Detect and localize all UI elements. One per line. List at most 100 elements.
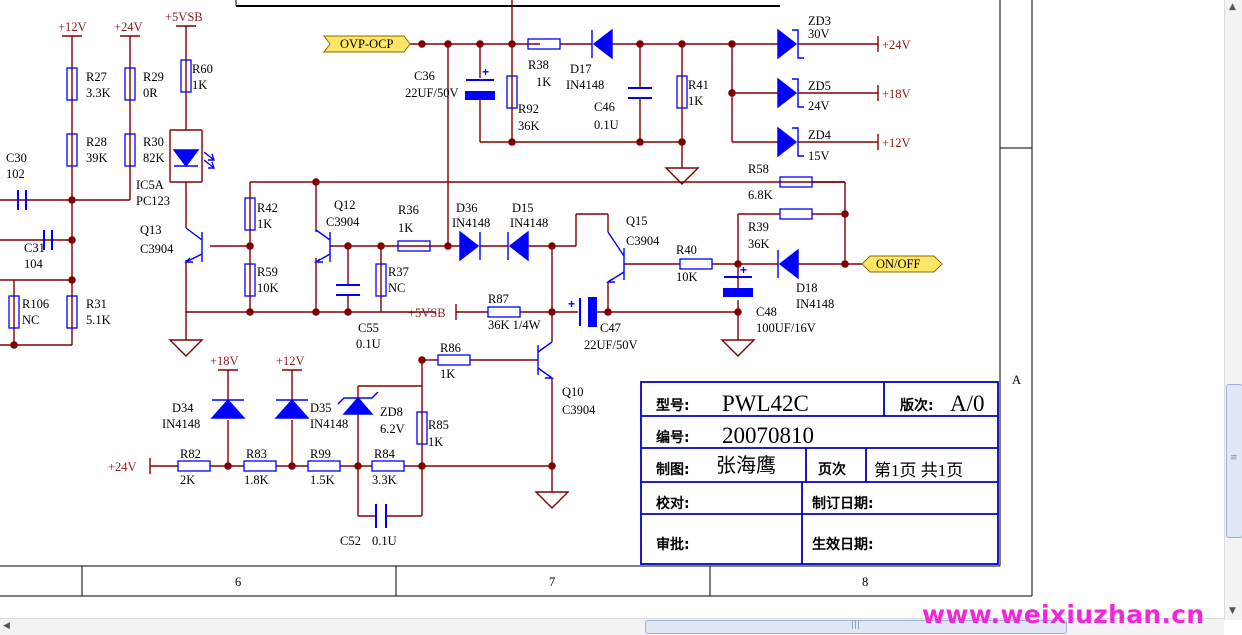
rail-24v-out: +24V (882, 38, 911, 52)
tb-model-value: PWL42C (722, 391, 809, 416)
d36-value: IN4148 (452, 216, 490, 230)
scroll-up-icon[interactable]: ▲ (1229, 2, 1236, 12)
r30-value: 82K (143, 151, 165, 165)
ic5a-ref: IC5A (136, 178, 164, 192)
r58-ref: R58 (748, 162, 769, 176)
r37-value: NC (388, 281, 405, 295)
r99-value: 1.5K (310, 473, 335, 487)
tb-drawn-label: 制图: (656, 461, 690, 478)
horizontal-scrollbar[interactable]: ◀ ||| (0, 618, 1224, 635)
r87-ref: R87 (488, 292, 509, 306)
zd8-value: 6.2V (380, 422, 405, 436)
vertical-scrollbar[interactable]: ▲ ≡ ▼ (1224, 0, 1242, 620)
rail-stubs (62, 25, 879, 474)
c55-value: 0.1U (356, 337, 381, 351)
d36-ref: D36 (456, 201, 478, 215)
r27-ref: R27 (86, 70, 107, 84)
r36-ref: R36 (398, 203, 419, 217)
r106-value: NC (22, 313, 39, 327)
power-labels: +12V +24V +5VSB +24V +18V +12V +5VSB +18… (58, 10, 911, 474)
q13-ref: Q13 (140, 223, 162, 237)
zd4-ref: ZD4 (808, 128, 832, 142)
watermark: www.weixiuzhan.cn (922, 600, 1205, 629)
wires (0, 0, 878, 517)
port-on-off-label: ON/OFF (876, 257, 921, 271)
zd3-ref: ZD3 (808, 14, 831, 28)
r29-value: 0R (143, 86, 158, 100)
rail-18v-out: +18V (882, 87, 911, 101)
r40-ref: R40 (676, 243, 697, 257)
r29-ref: R29 (143, 70, 164, 84)
zd5-value: 24V (808, 99, 830, 113)
tb-page-value: 第1页 共1页 (874, 461, 963, 480)
r41-value: 1K (688, 94, 703, 108)
component-labels: R27 3.3K R29 0R R60 1K R28 39K R30 82K I… (6, 14, 834, 548)
port-on-off (861, 255, 943, 273)
tb-revise-date-label: 制订日期: (812, 495, 874, 512)
q10-value: C3904 (562, 403, 596, 417)
tb-number-value: 20070810 (722, 423, 814, 448)
r59-ref: R59 (257, 265, 278, 279)
c31-ref: C31 (24, 241, 45, 255)
zone-row-a: A (1012, 373, 1021, 387)
r31-ref: R31 (86, 297, 107, 311)
tb-number-label: 编号: (656, 429, 690, 446)
r39-value: 36K (748, 237, 770, 251)
grip-icon: ||| (851, 620, 861, 630)
d17-value: IN4148 (566, 78, 604, 92)
q10-ref: Q10 (562, 385, 584, 399)
rail-5vsb-mid: +5VSB (408, 306, 446, 320)
junction-dots (10, 40, 849, 470)
q15-value: C3904 (626, 234, 660, 248)
q12-value: C3904 (326, 215, 360, 229)
r83-value: 1.8K (244, 473, 269, 487)
r86-value: 1K (440, 367, 455, 381)
title-block (640, 381, 999, 565)
rail-24v-top: +24V (114, 20, 143, 34)
ic5a-value: PC123 (136, 194, 170, 208)
d15-value: IN4148 (510, 216, 548, 230)
c55-ref: C55 (358, 321, 379, 335)
tb-approve-label: 审批: (656, 536, 690, 553)
r30-ref: R30 (143, 135, 164, 149)
r86-ref: R86 (440, 341, 461, 355)
tb-effective-date-label: 生效日期: (812, 536, 874, 553)
r84-ref: R84 (374, 447, 396, 461)
tb-rev-value: A/0 (950, 391, 985, 416)
r39-ref: R39 (748, 220, 769, 234)
r28-ref: R28 (86, 135, 107, 149)
r85-ref: R85 (428, 418, 449, 432)
c30-ref: C30 (6, 151, 27, 165)
zd5-ref: ZD5 (808, 79, 831, 93)
r87-value: 36K 1/4W (488, 318, 541, 332)
r38-ref: R38 (528, 58, 549, 72)
r85-value: 1K (428, 435, 443, 449)
q12-ref: Q12 (334, 198, 356, 212)
rail-12v-out: +12V (882, 136, 911, 150)
r58-value: 6.8K (748, 188, 773, 202)
d15-ref: D15 (512, 201, 534, 215)
zd8-ref: ZD8 (380, 405, 403, 419)
r28-value: 39K (86, 151, 108, 165)
c46-ref: C46 (594, 100, 615, 114)
d35-value: IN4148 (310, 417, 348, 431)
svg-text:+: + (740, 263, 747, 277)
r37-ref: R37 (388, 265, 409, 279)
r92-value: 36K (518, 119, 540, 133)
d34-ref: D34 (172, 401, 194, 415)
r82-value: 2K (180, 473, 195, 487)
r40-value: 10K (676, 270, 698, 284)
vertical-scroll-thumb[interactable]: ≡ (1226, 384, 1242, 538)
c36-value: 22UF/50V (405, 86, 458, 100)
zone-col-6: 6 (235, 575, 241, 589)
zd3-value: 30V (808, 27, 830, 41)
scroll-down-icon[interactable]: ▼ (1229, 606, 1236, 616)
svg-text:+: + (482, 65, 489, 79)
d34-value: IN4148 (162, 417, 200, 431)
c36-ref: C36 (414, 69, 435, 83)
capacitors (17, 79, 753, 528)
c52-value: 0.1U (372, 534, 397, 548)
cap-polarity-marks: +++ (482, 65, 747, 311)
scroll-left-icon[interactable]: ◀ (3, 621, 10, 631)
q15-ref: Q15 (626, 214, 648, 228)
